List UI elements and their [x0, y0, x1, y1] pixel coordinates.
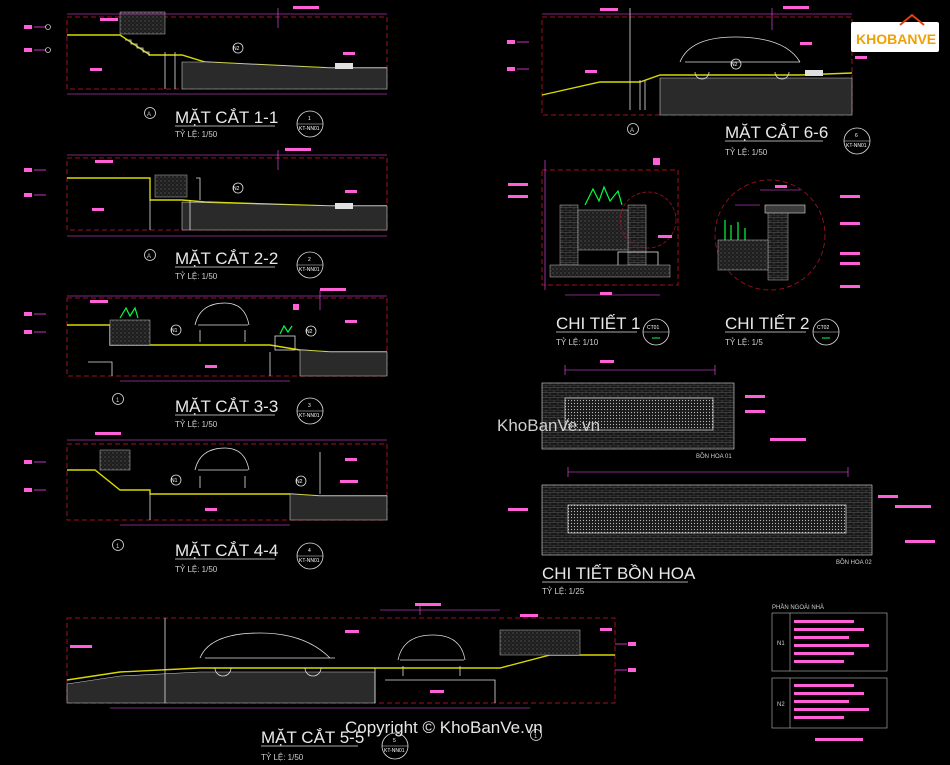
- copyright-text: Copyright © KhoBanVe.vn: [345, 718, 543, 737]
- section-scale: TỶ LỆ: 1/50: [175, 272, 218, 281]
- legend-row-n1: N1: [777, 641, 785, 647]
- axis-label: 1: [116, 398, 120, 404]
- brand-logo-text: KHOBANVE: [856, 31, 936, 47]
- section-title-1-1: MẶT CẮT 1-1: [175, 108, 278, 127]
- detail-tag: CT02: [812, 318, 840, 346]
- detail-scale: TỶ LỆ: 1/25: [542, 587, 585, 596]
- detail-title-1: CHI TIẾT 1: [556, 314, 640, 333]
- planter-label-1: BỒN HOA 01: [696, 453, 732, 460]
- planter-label-2: BỒN HOA 02: [836, 559, 872, 566]
- section-tag: 2KT-NN01: [296, 251, 324, 279]
- svg-text:1: 1: [308, 116, 311, 122]
- section-tag: 4KT-NN01: [296, 542, 324, 570]
- svg-text:CT02: CT02: [817, 325, 829, 331]
- section-scale: TỶ LỆ: 1/50: [725, 148, 768, 157]
- detail-scale: TỶ LỆ: 1/5: [725, 338, 763, 347]
- legend-title: PHẦN NGOÀI NHÀ: [772, 604, 824, 611]
- marker-n2: N2: [731, 62, 738, 68]
- svg-text:KT-NN01: KT-NN01: [299, 558, 320, 564]
- detail-title-planter: CHI TIẾT BỒN HOA: [542, 564, 696, 583]
- detail-tag: CT01: [642, 318, 670, 346]
- marker-n2: N2: [306, 329, 313, 335]
- marker-n2: N2: [296, 479, 303, 485]
- axis-label: A: [147, 254, 151, 260]
- svg-text:KT-NN01: KT-NN01: [846, 143, 867, 149]
- axis-label: 1: [116, 544, 120, 550]
- section-4-4: N1 N2 1 MẶT CẮT 4-4 TỶ LỆ: 1/50 4KT-NN01: [24, 432, 388, 574]
- section-title-5-5: MẶT CẮT 5-5: [261, 728, 364, 747]
- marker-n1: N1: [171, 328, 178, 334]
- detail-scale: TỶ LỆ: 1/10: [556, 338, 599, 347]
- section-5-5: 1 MẶT CẮT 5-5 TỶ LỆ: 1/50 5KT-NN01: [66, 603, 636, 762]
- brand-logo: KHOBANVE: [851, 13, 939, 52]
- detail-1: CHI TIẾT 1 TỶ LỆ: 1/10 CT01: [508, 158, 679, 347]
- svg-text:KT-NN01: KT-NN01: [299, 267, 320, 273]
- svg-text:KT-NN01: KT-NN01: [384, 748, 405, 754]
- section-2-2: N2 A MẶT CẮT 2-2 TỶ LỆ: 1/50 2KT-NN01: [24, 148, 388, 281]
- section-scale: TỶ LỆ: 1/50: [175, 420, 218, 429]
- section-tag: 3KT-NN01: [296, 397, 324, 425]
- axis-label: A: [147, 112, 151, 118]
- section-title-2-2: MẶT CẮT 2-2: [175, 249, 278, 268]
- legend-row-n2: N2: [777, 702, 785, 708]
- section-title-6-6: MẶT CẮT 6-6: [725, 123, 828, 142]
- section-6-6: N2 A MẶT CẮT 6-6 TỶ LỆ: 1/50 6KT-NN01: [507, 6, 871, 157]
- section-tag: 5KT-NN01: [381, 732, 409, 760]
- svg-text:CT01: CT01: [647, 325, 659, 331]
- section-title-4-4: MẶT CẮT 4-4: [175, 541, 278, 560]
- section-3-3: N1 N2 1 MẶT CẮT 3-3 TỶ LỆ: 1/50 3KT-NN01: [24, 288, 388, 429]
- svg-text:4: 4: [308, 548, 311, 554]
- detail-2: CHI TIẾT 2 TỶ LỆ: 1/5 CT02: [714, 179, 860, 347]
- marker-n1: N1: [171, 478, 178, 484]
- section-title-3-3: MẶT CẮT 3-3: [175, 397, 278, 416]
- svg-text:KT-NN01: KT-NN01: [299, 413, 320, 419]
- axis-label: A: [630, 128, 634, 134]
- svg-text:2: 2: [308, 257, 311, 263]
- marker-n2: N2: [233, 186, 240, 192]
- svg-text:KT-NN01: KT-NN01: [299, 126, 320, 132]
- section-tag: 1KT-NN01: [296, 110, 324, 138]
- section-scale: TỶ LỆ: 1/50: [261, 753, 304, 762]
- svg-text:6: 6: [855, 133, 858, 139]
- axis-label: 1: [534, 734, 538, 740]
- section-tag: 6KT-NN01: [843, 127, 871, 155]
- section-scale: TỶ LỆ: 1/50: [175, 130, 218, 139]
- svg-text:3: 3: [308, 403, 311, 409]
- detail-title-2: CHI TIẾT 2: [725, 314, 809, 333]
- marker-n2: N2: [233, 46, 240, 52]
- svg-text:5: 5: [393, 738, 396, 744]
- planter-detail: BỒN HOA 01 BỒN HOA 02 CHI TIẾT BỒN HOA T…: [508, 360, 935, 596]
- legend-table: PHẦN NGOÀI NHÀ N1 N2: [771, 604, 888, 741]
- section-1-1: N2 A MẶT CẮT 1-1 TỶ LỆ: 1/50 1KT-NN01: [24, 6, 388, 139]
- watermark-text: KhoBanVe.vn: [497, 416, 600, 435]
- section-scale: TỶ LỆ: 1/50: [175, 565, 218, 574]
